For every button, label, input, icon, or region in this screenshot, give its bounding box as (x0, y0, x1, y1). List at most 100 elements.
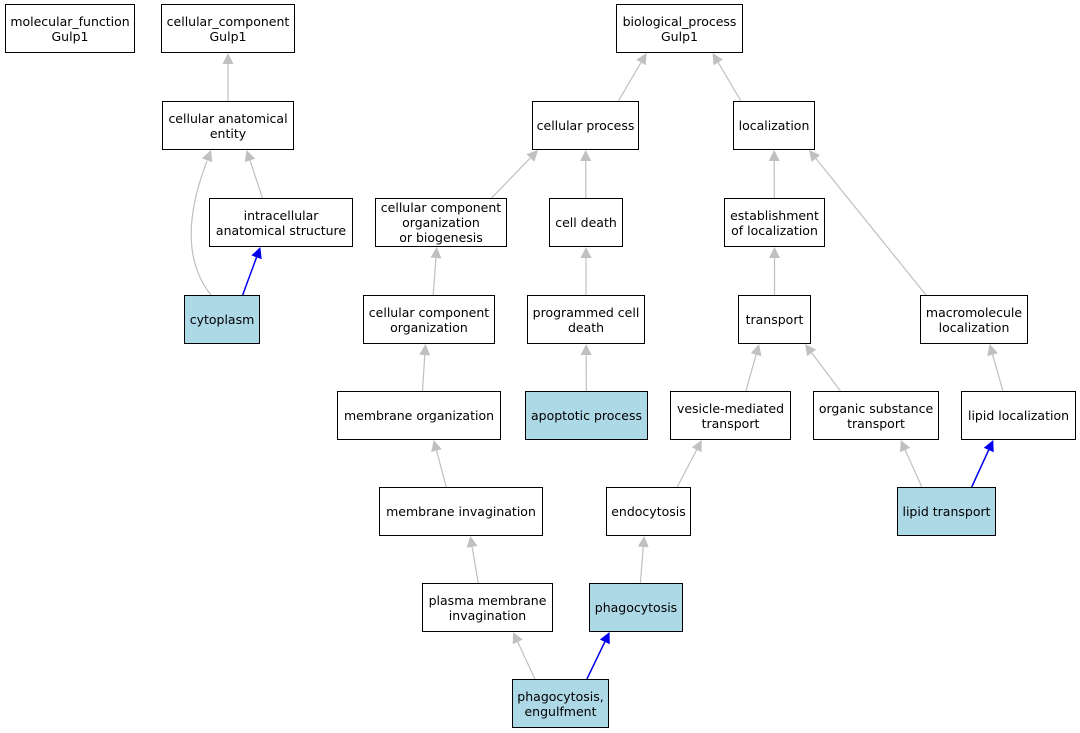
node-cytoplasm: cytoplasm (184, 295, 260, 344)
edge-arrowhead (599, 632, 610, 645)
edge-arrowhead (430, 247, 442, 259)
edge-arrowhead (983, 440, 994, 453)
node-cellular-component-organization-or-biogenesis: cellular component organization or bioge… (375, 198, 507, 247)
node-cellular-anatomical-entity: cellular anatomical entity (162, 101, 294, 150)
node-apoptotic-process: apoptotic process (525, 391, 648, 440)
edge-lipid_transport-to-lipid_loc (971, 440, 994, 488)
edge-line (617, 62, 642, 102)
edge-line (639, 546, 644, 584)
edge-line (717, 62, 742, 102)
edge-line (241, 257, 258, 296)
edge-cell_death-to-cell_process (580, 150, 592, 199)
node-lipid-transport: lipid transport (897, 487, 996, 536)
edge-transport-to-est_loc (769, 247, 780, 295)
node-phagocytosis: phagocytosis (589, 583, 683, 632)
edge-line (992, 354, 1004, 392)
edge-line (435, 450, 447, 488)
edge-arrowhead (526, 150, 538, 162)
node-endocytosis: endocytosis (606, 487, 691, 536)
edge-cytoplasm-to-intracellular (241, 247, 262, 296)
node-programmed-cell-death: programmed cell death (527, 295, 645, 344)
node-membrane-invagination: membrane invagination (379, 487, 543, 536)
node-cell-death: cell death (549, 198, 623, 247)
edge-line (432, 257, 437, 296)
node-transport: transport (738, 295, 811, 344)
edge-arrowhead (580, 344, 592, 356)
node-biological-process-root: biological_process Gulp1 (616, 4, 743, 53)
edge-vesicle-to-transport (745, 344, 762, 392)
node-cellular-component-root: cellular_component Gulp1 (161, 4, 295, 53)
node-localization: localization (733, 101, 815, 150)
edge-cytoplasm-to-cae (190, 150, 213, 296)
edge-lipid_loc-to-macro_loc (987, 344, 1004, 392)
edge-arrowhead (809, 150, 821, 163)
edge-arrowhead (466, 536, 478, 548)
edge-engulfment-to-phagocytosis (586, 632, 610, 680)
edge-arrowhead (900, 440, 911, 453)
edge-arrowhead (201, 150, 213, 163)
edge-localization-to-bp_root (712, 53, 742, 102)
node-plasma-membrane-invagination: plasma membrane invagination (422, 583, 553, 632)
node-vesicle-mediated-transport: vesicle-mediated transport (670, 391, 791, 440)
node-macromolecule-localization: macromolecule localization (920, 295, 1028, 344)
edge-membrane_inv-to-membrane_org (431, 440, 447, 488)
edge-pcd-to-cell_death (580, 247, 592, 295)
edge-line (249, 160, 264, 199)
node-organic-substance-transport: organic substance transport (813, 391, 939, 440)
node-molecular-function-root: molecular_function Gulp1 (5, 4, 135, 53)
edge-cco-to-ccob (430, 247, 442, 296)
edge-line (491, 157, 531, 199)
edge-arrowhead (637, 536, 649, 548)
edge-lipid_transport-to-organic (900, 440, 923, 488)
edge-line (586, 641, 606, 680)
edge-organic-to-transport (805, 344, 841, 392)
edge-line (815, 158, 927, 296)
edge-line (421, 354, 426, 392)
edge-engulfment-to-pm_inv (512, 632, 536, 680)
edge-phagocytosis-to-endocytosis (637, 536, 649, 584)
edge-cell_process-to-bp_root (617, 53, 647, 102)
edge-arrowhead (769, 247, 780, 258)
node-membrane-organization: membrane organization (337, 391, 501, 440)
edge-apoptotic-to-pcd (580, 344, 592, 392)
edge-arrowhead (431, 440, 442, 453)
edge-cae-to-cc_root (222, 53, 234, 101)
edge-arrowhead (712, 53, 723, 66)
node-phagocytosis-engulfment: phagocytosis, engulfment (512, 679, 609, 728)
edge-arrowhead (580, 247, 592, 258)
edge-line (971, 449, 990, 488)
node-intracellular-anatomical-structure: intracellular anatomical structure (209, 198, 353, 247)
edge-arrowhead (512, 632, 523, 645)
edge-arrowhead (805, 344, 817, 357)
edge-line (190, 160, 212, 296)
node-establishment-of-localization: establishment of localization (724, 198, 825, 247)
node-cellular-process: cellular process (532, 101, 639, 150)
edge-line (517, 641, 536, 680)
edge-line (811, 352, 841, 392)
edge-arrowhead (419, 344, 431, 356)
edge-arrowhead (222, 53, 234, 64)
edge-arrowhead (636, 53, 647, 66)
node-lipid-localization: lipid localization (961, 391, 1076, 440)
edge-endocytosis-to-vesicle (676, 440, 702, 488)
edge-arrowhead (251, 247, 262, 260)
edge-line (676, 449, 698, 488)
edge-arrowhead (987, 344, 998, 357)
edge-line (745, 354, 757, 392)
edge-intracellular-to-cae (244, 150, 264, 199)
edge-arrowhead (244, 150, 256, 163)
edge-ccob-to-cell_process (491, 150, 538, 199)
edge-line (904, 449, 923, 488)
edge-arrowhead (768, 150, 780, 162)
edge-est_loc-to-localization (768, 150, 780, 199)
edge-line (471, 546, 479, 584)
edge-membrane_org-to-cco (419, 344, 431, 392)
edge-arrowhead (580, 150, 592, 162)
node-cellular-component-organization: cellular component organization (363, 295, 495, 344)
edge-pm_inv-to-membrane_inv (466, 536, 479, 584)
edge-arrowhead (691, 440, 702, 453)
edge-macro_loc-to-localization (809, 150, 927, 296)
edge-arrowhead (750, 344, 762, 357)
